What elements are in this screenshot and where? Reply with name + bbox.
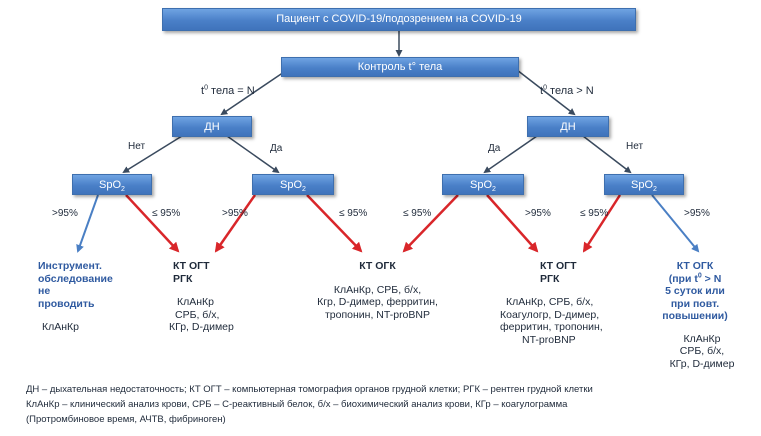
spo2-node-2: SpO2 bbox=[252, 174, 334, 195]
outcome-condition-line: при повт. bbox=[670, 297, 720, 310]
spo2-subscript: 2 bbox=[653, 186, 657, 194]
spo2-subscript: 2 bbox=[302, 186, 306, 194]
arrow-spo2-3-to-o4 bbox=[486, 194, 539, 253]
outcome-line: обследование bbox=[38, 272, 113, 285]
edge-label-gt95-1: >95% bbox=[52, 208, 78, 219]
outcome-condition-line: (при t0 > N bbox=[645, 272, 745, 286]
arrow-spo2-4-to-o4 bbox=[582, 194, 622, 253]
edge-label-temp-normal: t0 тела = N bbox=[201, 84, 255, 97]
spo2-subscript: 2 bbox=[121, 186, 125, 194]
outcome-line: Кгр, D-димер, ферритин, bbox=[317, 296, 438, 308]
outcome-line: не bbox=[38, 285, 51, 297]
t-superscript: 0 bbox=[543, 84, 547, 92]
edge-label-le95-1: ≤ 95% bbox=[152, 208, 181, 219]
outcome-tests: КлАнКр bbox=[42, 321, 80, 333]
root-node-label: Пациент с COVID-19/подозрением на COVID-… bbox=[276, 13, 522, 25]
footnote-line-3: (Протромбиновое время, АЧТВ, фибриноген) bbox=[26, 414, 226, 425]
edge-label-left-no: Нет bbox=[128, 141, 146, 152]
arrow-dn-right-to-spo2-4 bbox=[582, 135, 632, 174]
outcome-no-imaging: Инструмент. обследование не проводить Кл… bbox=[38, 260, 113, 334]
outcome-line: тропонин, NT-proBNP bbox=[325, 308, 430, 321]
outcome-title-line: РГК bbox=[540, 272, 560, 285]
arrow-spo2-1-to-o2 bbox=[125, 194, 180, 253]
outcome-title-line: КТ ОГТ bbox=[540, 260, 577, 272]
outcome-ct-xray-left: КТ ОГТ РГК КлАнКр СРБ, б/х, КГр, D-димер bbox=[169, 260, 234, 334]
cond-text: (при t bbox=[668, 272, 698, 285]
outcome-title-line: КТ ОГК bbox=[359, 260, 396, 272]
outcome-line: КГр, D-димер bbox=[169, 321, 234, 333]
outcome-line: NT-proBNP bbox=[522, 333, 576, 346]
outcome-line: КлАнКр bbox=[177, 296, 215, 308]
outcome-line: КлАнКр, СРБ, б/х, bbox=[506, 296, 594, 308]
arrow-temp-to-dn-left bbox=[220, 69, 288, 116]
outcome-condition-line: 5 суток или bbox=[665, 285, 725, 297]
spo2-node-1: SpO2 bbox=[72, 174, 152, 195]
temp-normal-text: тела = N bbox=[207, 85, 255, 97]
spo2-node-4: SpO2 bbox=[604, 174, 684, 195]
dn-right-node: ДН bbox=[527, 116, 609, 137]
edge-label-gt95-3: >95% bbox=[525, 208, 551, 219]
spo2-label: SpO bbox=[280, 179, 303, 191]
dn-right-label: ДН bbox=[560, 121, 576, 133]
arrow-spo2-4-to-o5 bbox=[651, 194, 700, 253]
edge-label-le95-2: ≤ 95% bbox=[339, 208, 368, 219]
arrow-dn-left-to-spo2-2 bbox=[226, 135, 280, 174]
footnote-line-2: КлАнКр – клинический анализ крови, СРБ –… bbox=[26, 399, 568, 410]
root-node: Пациент с COVID-19/подозрением на COVID-… bbox=[162, 8, 636, 31]
edge-label-right-no: Нет bbox=[626, 141, 644, 152]
temp-control-node: Контроль t° тела bbox=[281, 57, 519, 77]
spo2-subscript: 2 bbox=[492, 186, 496, 194]
temp-control-label: Контроль t° тела bbox=[357, 61, 443, 73]
arrow-spo2-1-to-o1 bbox=[76, 194, 99, 253]
t-symbol: t bbox=[540, 85, 544, 97]
outcome-ct-delayed: КТ ОГК (при t0 > N 5 суток или при повт.… bbox=[645, 260, 745, 370]
spo2-label: SpO bbox=[631, 179, 654, 191]
t-symbol: t bbox=[201, 85, 205, 97]
edge-label-le95-3: ≤ 95% bbox=[403, 208, 432, 219]
outcome-line: проводить bbox=[38, 297, 95, 310]
outcome-ct-xray-right: КТ ОГТ РГК КлАнКр, СРБ, б/х, Коагулогр, … bbox=[490, 260, 603, 346]
arrow-spo2-3-to-o3 bbox=[402, 194, 459, 253]
dn-left-label: ДН bbox=[204, 121, 220, 133]
spo2-label: SpO bbox=[99, 179, 122, 191]
outcome-title-line: КТ ОГТ bbox=[173, 260, 210, 272]
outcome-line: СРБ, б/х, bbox=[175, 308, 220, 321]
edge-label-gt95-4: >95% bbox=[684, 208, 710, 219]
outcome-title-line: РГК bbox=[173, 272, 193, 285]
edge-label-gt95-2: >95% bbox=[222, 208, 248, 219]
arrow-temp-to-dn-right bbox=[516, 69, 576, 116]
cond-superscript: 0 bbox=[697, 272, 702, 279]
edge-label-temp-high: t0 тела > N bbox=[540, 84, 594, 97]
outcome-line: Коагулогр, D-димер, bbox=[500, 308, 600, 321]
edge-label-right-yes: Да bbox=[488, 143, 501, 154]
arrow-dn-left-to-spo2-1 bbox=[122, 135, 183, 174]
footnote-line-1: ДН – дыхательная недостаточность; КТ ОГТ… bbox=[26, 384, 593, 395]
arrow-spo2-2-to-o2 bbox=[214, 194, 257, 253]
arrow-spo2-2-to-o3 bbox=[306, 194, 363, 253]
edge-label-le95-4: ≤ 95% bbox=[580, 208, 609, 219]
outcome-line: КлАнКр, СРБ, б/х, bbox=[333, 283, 422, 296]
cond-text: > N bbox=[701, 272, 722, 285]
outcome-line: КлАнКр bbox=[683, 332, 721, 345]
outcome-line: Инструмент. bbox=[38, 260, 102, 272]
dn-left-node: ДН bbox=[172, 116, 252, 137]
outcome-line: ферритин, тропонин, bbox=[500, 321, 603, 333]
outcome-line: КГр, D-димер bbox=[669, 357, 735, 370]
temp-high-text: тела > N bbox=[546, 85, 594, 97]
outcome-line: СРБ, б/х, bbox=[679, 345, 725, 357]
edge-label-left-yes: Да bbox=[270, 143, 283, 154]
t-superscript: 0 bbox=[204, 84, 208, 92]
outcome-condition-line: повышении) bbox=[662, 310, 728, 322]
arrow-dn-right-to-spo2-3 bbox=[483, 135, 538, 174]
outcome-title-line: КТ ОГК bbox=[676, 260, 714, 272]
outcome-ct-center: КТ ОГК КлАнКр, СРБ, б/х, Кгр, D-димер, ф… bbox=[310, 260, 445, 321]
spo2-node-3: SpO2 bbox=[442, 174, 524, 195]
spo2-label: SpO bbox=[470, 179, 493, 191]
